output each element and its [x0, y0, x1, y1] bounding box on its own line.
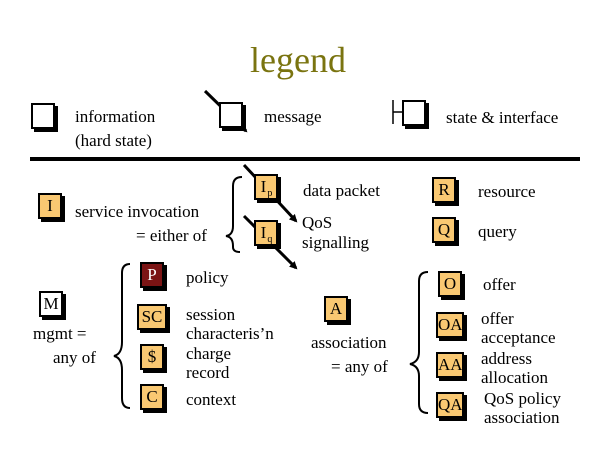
query-label: query: [478, 222, 517, 241]
association-label: association: [311, 333, 387, 352]
message-label: message: [264, 107, 322, 126]
association-any-of: = any of: [331, 357, 388, 376]
service-brace: [225, 176, 243, 253]
policy-label: policy: [186, 268, 229, 287]
record-label: record: [186, 363, 230, 382]
offer-label: offer: [483, 275, 516, 294]
address-allocation-line1: address: [481, 349, 532, 368]
state-interface-box: [402, 100, 426, 126]
query-box: Q: [432, 217, 456, 243]
mgmt-any-of: any of: [53, 348, 96, 367]
iq-box: Iq: [254, 220, 278, 246]
session-label: session: [186, 305, 236, 324]
offer-acceptance-line2: acceptance: [481, 328, 556, 347]
iq-box-sub: q: [267, 234, 273, 245]
information-box: [31, 103, 55, 129]
mgmt-brace: [113, 263, 131, 409]
data-packet-label: data packet: [303, 181, 380, 200]
service-invocation-label: service invocation: [75, 202, 200, 221]
qos-policy-association-line2: association: [484, 408, 560, 427]
context-label: context: [186, 390, 237, 409]
resource-box: R: [432, 177, 456, 203]
ip-box-main: I: [260, 177, 267, 196]
mgmt-box: M: [39, 291, 63, 317]
legend-title: legend: [250, 40, 346, 80]
charge-label: charge: [186, 344, 231, 363]
offer-acceptance-box: OA: [436, 312, 464, 338]
qos-signalling-label: signalling: [302, 233, 370, 252]
characteristics-label: characteris’n: [186, 324, 274, 343]
service-invocation-box: I: [38, 193, 62, 219]
offer-acceptance-line1: offer: [481, 309, 514, 328]
session-characteristics-box: SC: [137, 304, 167, 330]
ip-box: Ip: [254, 174, 278, 200]
state-interface-label: state & interface: [446, 108, 559, 127]
address-allocation-line2: allocation: [481, 368, 549, 387]
qos-policy-association-box: QA: [436, 392, 464, 418]
information-label: information: [75, 107, 156, 126]
charge-record-box: $: [140, 344, 164, 370]
iq-box-main: I: [260, 223, 267, 242]
context-box: C: [140, 384, 164, 410]
service-invocation-either: = either of: [136, 226, 207, 245]
address-allocation-box: AA: [436, 352, 464, 378]
offer-box: O: [438, 271, 462, 297]
mgmt-label: mgmt =: [33, 324, 87, 343]
policy-box: P: [140, 262, 164, 288]
qos-label: QoS: [302, 213, 333, 232]
message-box: [219, 102, 243, 128]
association-box: A: [324, 296, 348, 322]
resource-label: resource: [478, 182, 536, 201]
information-sublabel: (hard state): [75, 131, 152, 150]
ip-box-sub: p: [267, 188, 273, 199]
association-brace: [409, 271, 429, 414]
qos-policy-association-line1: QoS policy: [484, 389, 561, 408]
